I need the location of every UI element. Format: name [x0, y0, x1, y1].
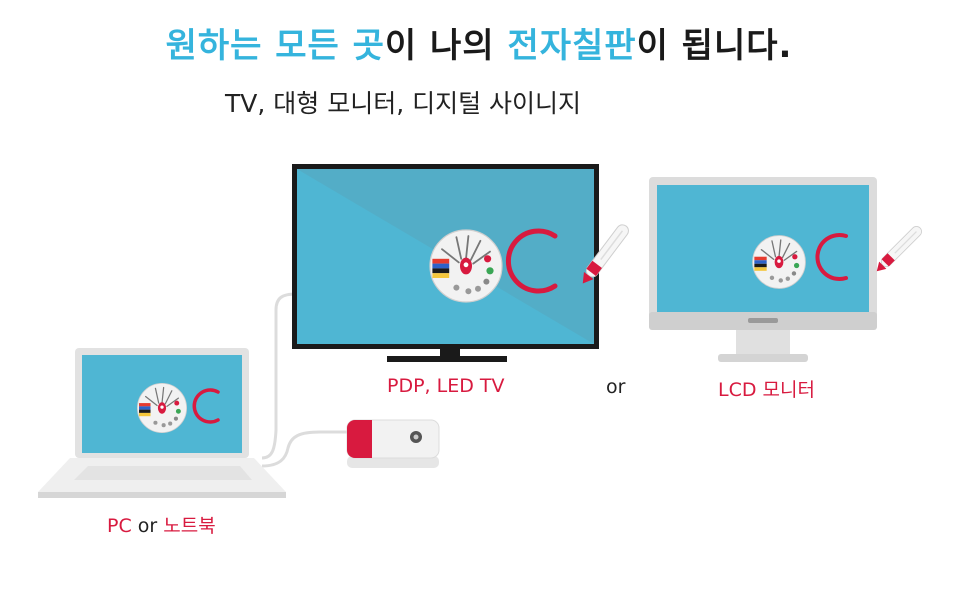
pc-label-suffix: 노트북: [163, 515, 216, 537]
headline: 원하는 모든 곳이 나의 전자칠판이 됩니다.: [0, 18, 958, 67]
pc-label: PC or 노트북: [107, 511, 216, 538]
sensor-device: [346, 419, 440, 468]
pen-palette-icon: [429, 229, 503, 303]
monitor-label: LCD 모니터: [718, 379, 815, 401]
usb-cable: [261, 430, 350, 468]
pen-palette-icon: [751, 234, 807, 290]
pc-label-or: or: [131, 515, 164, 537]
pc-label-prefix: PC: [107, 515, 132, 537]
hdmi-cable: [261, 292, 297, 460]
digital-pen-icon: [872, 223, 925, 276]
or-label: or: [606, 376, 626, 398]
lcd-monitor: [649, 177, 925, 362]
headline-part-3: 전자칠판: [507, 26, 637, 66]
laptop: [38, 348, 286, 498]
pen-palette-icon: [136, 382, 188, 434]
headline-part-4: 이 됩니다.: [636, 26, 793, 66]
headline-part-2: 이 나의: [384, 26, 508, 66]
tv-display: [292, 164, 632, 362]
tv-label: PDP, LED TV: [387, 375, 505, 397]
subtitle: TV, 대형 모니터, 디지털 사이니지: [225, 89, 582, 118]
headline-part-1: 원하는 모든 곳: [165, 26, 385, 66]
